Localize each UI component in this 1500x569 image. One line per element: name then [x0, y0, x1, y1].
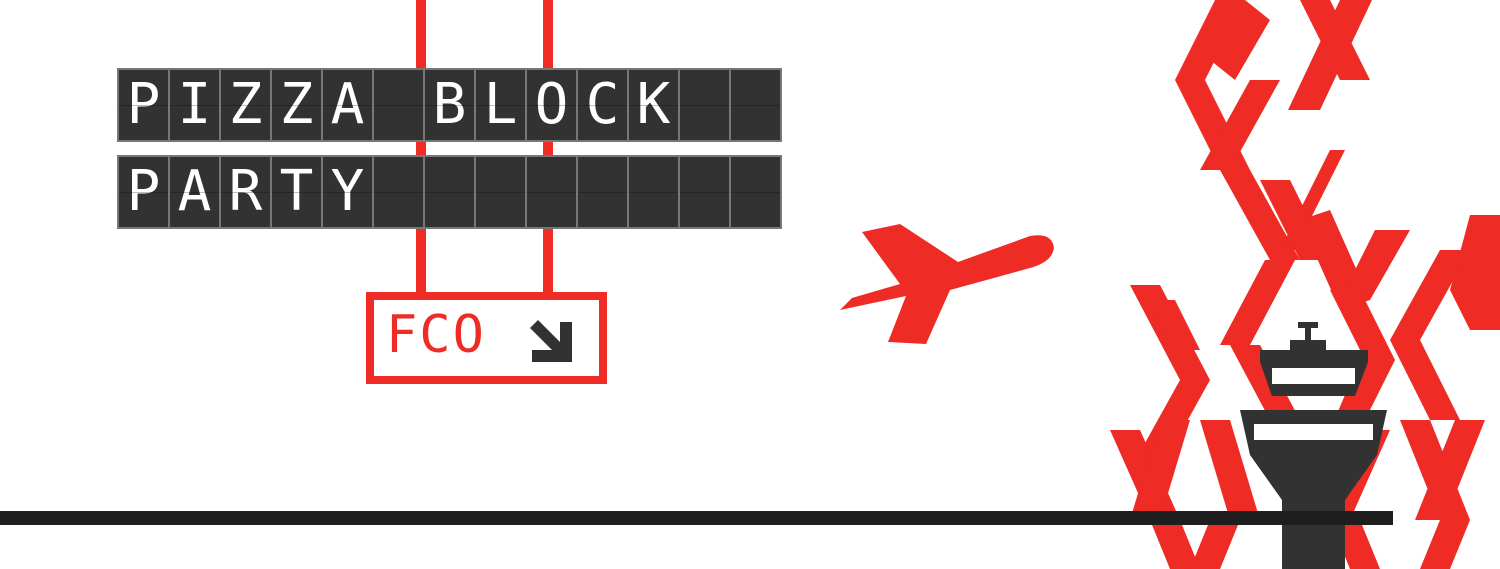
board-line-2-cell: A — [170, 157, 219, 227]
arrow-down-right-icon — [530, 320, 572, 362]
board-line-1-cell: Z — [221, 70, 270, 140]
board-line-1-cell: K — [629, 70, 678, 140]
board-line-2-cell: P — [119, 157, 168, 227]
board-line-2-cell — [527, 157, 576, 227]
board-line-1-cell — [680, 70, 729, 140]
board-line-2-cell — [578, 157, 627, 227]
board-line-1-cell: P — [119, 70, 168, 140]
gate-code: FCO — [386, 305, 486, 365]
board-line-2-cell — [476, 157, 525, 227]
board-line-2-cell: Y — [323, 157, 372, 227]
board-line-1-cell: I — [170, 70, 219, 140]
board-line-1-cell: C — [578, 70, 627, 140]
board-line-2-cell — [680, 157, 729, 227]
hanging-rod-left — [416, 0, 426, 300]
board-line-2-cell: T — [272, 157, 321, 227]
runway-line — [0, 511, 1393, 525]
board-line-1-cell — [731, 70, 780, 140]
control-tower-icon — [1240, 322, 1387, 569]
board-line-1-cell — [374, 70, 423, 140]
board-line-1-cell: Z — [272, 70, 321, 140]
hanging-rod-right — [543, 0, 553, 300]
board-line-2-cell — [731, 157, 780, 227]
board-line-1-cell: A — [323, 70, 372, 140]
board-line-1-cell: L — [476, 70, 525, 140]
board-line-2-cell — [425, 157, 474, 227]
airplane-icon — [840, 224, 1054, 344]
board-line-2-cell — [374, 157, 423, 227]
board-line-1-cell: B — [425, 70, 474, 140]
board-line-2-cell — [629, 157, 678, 227]
board-line-1-cell: O — [527, 70, 576, 140]
board-line-2-cell: R — [221, 157, 270, 227]
